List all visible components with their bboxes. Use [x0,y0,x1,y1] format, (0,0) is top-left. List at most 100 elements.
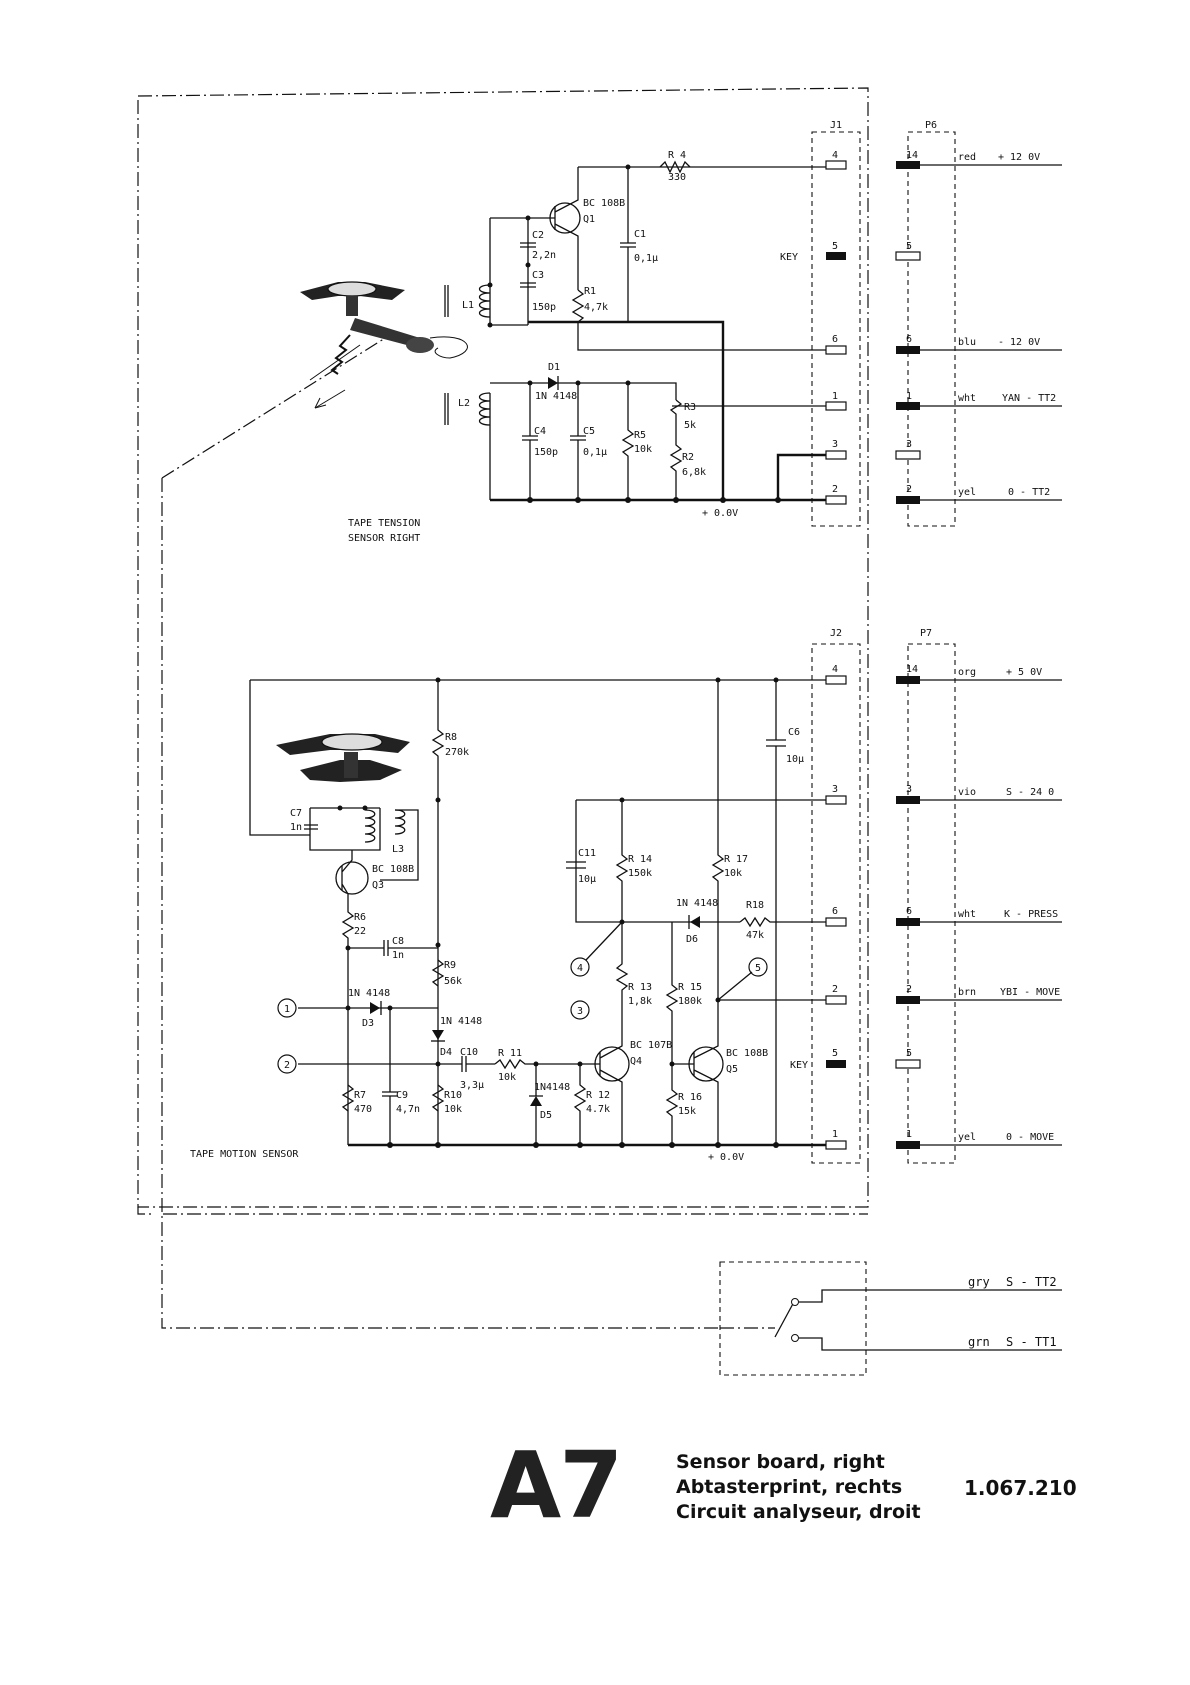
switch-signal: S - TT1 [1006,1335,1057,1349]
label-zero-v2: + 0.0V [708,1152,744,1163]
label-q4: BC 107B [630,1040,672,1051]
label-r18: R18 [746,900,764,911]
motion-circuit [249,677,838,1148]
p7-pin: 2 [906,984,912,995]
j2-pin: 4 [832,664,838,675]
label-d1: D1 [548,362,560,373]
label-r5-value: 10k [634,444,652,455]
label-c2-value: 2,2n [532,250,556,261]
j2-pin: 5 [832,1048,838,1059]
label-l3: L3 [392,844,404,855]
label-p7: P7 [920,628,932,639]
board-outline [137,87,869,1329]
label-r11: R 11 [498,1048,522,1059]
p6-pin: 2 [906,484,912,495]
label-r1: R1 [584,286,596,297]
test-point-1: 1 [284,1004,290,1015]
label-r12: R 12 [586,1090,610,1101]
label-key2: KEY [790,1060,808,1071]
p6-wire-color: yel [958,487,976,498]
label-p6: P6 [925,120,937,131]
label-r1-value: 4,7k [584,302,608,313]
label-r6-value: 22 [354,926,366,937]
label-c5: C5 [583,426,595,437]
label-c9-value: 4,7n [396,1104,420,1115]
title-german: Abtasterprint, rechts [676,1476,903,1498]
p7-pin: 1 [906,1129,912,1140]
j1-pin: 1 [832,391,838,402]
label-r2: R2 [682,452,694,463]
p6-pin: 14 [906,150,918,161]
label-c4: C4 [534,426,546,437]
p6-wire-color: blu [958,337,976,348]
p6-pin: 5 [906,241,912,252]
label-c10-value: 3,3µ [460,1080,484,1091]
j2-pin: 2 [832,984,838,995]
p6-wire-color: red [958,152,976,163]
label-r17-value: 10k [724,868,742,879]
label-r3: R3 [684,402,696,413]
p7-signal: S - 24 0 [1006,787,1054,798]
p7-wire-color: yel [958,1132,976,1143]
label-c1: C1 [634,229,646,240]
label-d6: 1N 4148 [676,898,718,909]
j2-pin: 6 [832,906,838,917]
p6-signal: YAN - TT2 [1002,393,1056,404]
label-c3-value: 150p [532,302,556,313]
label-r11-value: 10k [498,1072,516,1083]
label-r7-value: 470 [354,1104,372,1115]
label-c2: C2 [532,230,544,241]
label-r9-value: 56k [444,976,462,987]
title-block: A7 Sensor board, right Abtasterprint, re… [490,1440,1090,1540]
label-r5: R5 [634,430,646,441]
label-r14: R 14 [628,854,652,865]
j1-pin: 2 [832,484,838,495]
label-tts1: TAPE TENSION [348,518,420,529]
document-number: 1.067.210 [964,1476,1077,1500]
label-j2: J2 [830,628,842,639]
test-point-3: 3 [577,1006,583,1017]
label-tms: TAPE MOTION SENSOR [190,1149,299,1160]
label-r6: R6 [354,912,366,923]
p6-signal: - 12 0V [998,337,1040,348]
label-c7-value: 1n [290,822,302,833]
p6-pin: 6 [906,334,912,345]
p7-signal: + 5 0V [1006,667,1042,678]
j2-pin: 1 [832,1129,838,1140]
label-c7: C7 [290,808,302,819]
tape-tension-sensor-drawing [300,281,468,409]
title-french: Circuit analyseur, droit [676,1501,921,1523]
j1-pin: 5 [832,241,838,252]
board-titles: Sensor board, right Abtasterprint, recht… [676,1450,921,1525]
label-r3-value: 5k [684,420,696,431]
connector-j1-p6 [811,131,1062,527]
label-c1-value: 0,1µ [634,253,658,264]
switch-wire-color: grn [968,1335,990,1349]
label-c11-value: 10µ [578,874,596,885]
board-code: A7 [490,1432,623,1539]
label-q1: BC 108B [583,198,625,209]
label-d6-name: D6 [686,934,698,945]
label-d5: 1N4148 [534,1082,570,1093]
p6-wire-color: wht [958,393,976,404]
p7-wire-color: wht [958,909,976,920]
p6-signal: + 12 0V [998,152,1040,163]
label-r17: R 17 [724,854,748,865]
label-q1-name: Q1 [583,214,595,225]
label-d4: 1N 4148 [440,1016,482,1027]
label-c8-value: 1n [392,950,404,961]
p7-wire-color: vio [958,787,976,798]
label-r9: R9 [444,960,456,971]
label-r4: R 4 [668,150,686,161]
label-r15-value: 180k [678,996,702,1007]
tension-switch [719,1261,1062,1376]
p7-wire-color: org [958,667,976,678]
test-point-4: 4 [577,963,583,974]
p7-pin: 3 [906,784,912,795]
label-c10: C10 [460,1047,478,1058]
label-r2-value: 6,8k [682,467,706,478]
p7-pin: 14 [906,664,918,675]
p7-pin: 6 [906,906,912,917]
label-r12-value: 4.7k [586,1104,610,1115]
